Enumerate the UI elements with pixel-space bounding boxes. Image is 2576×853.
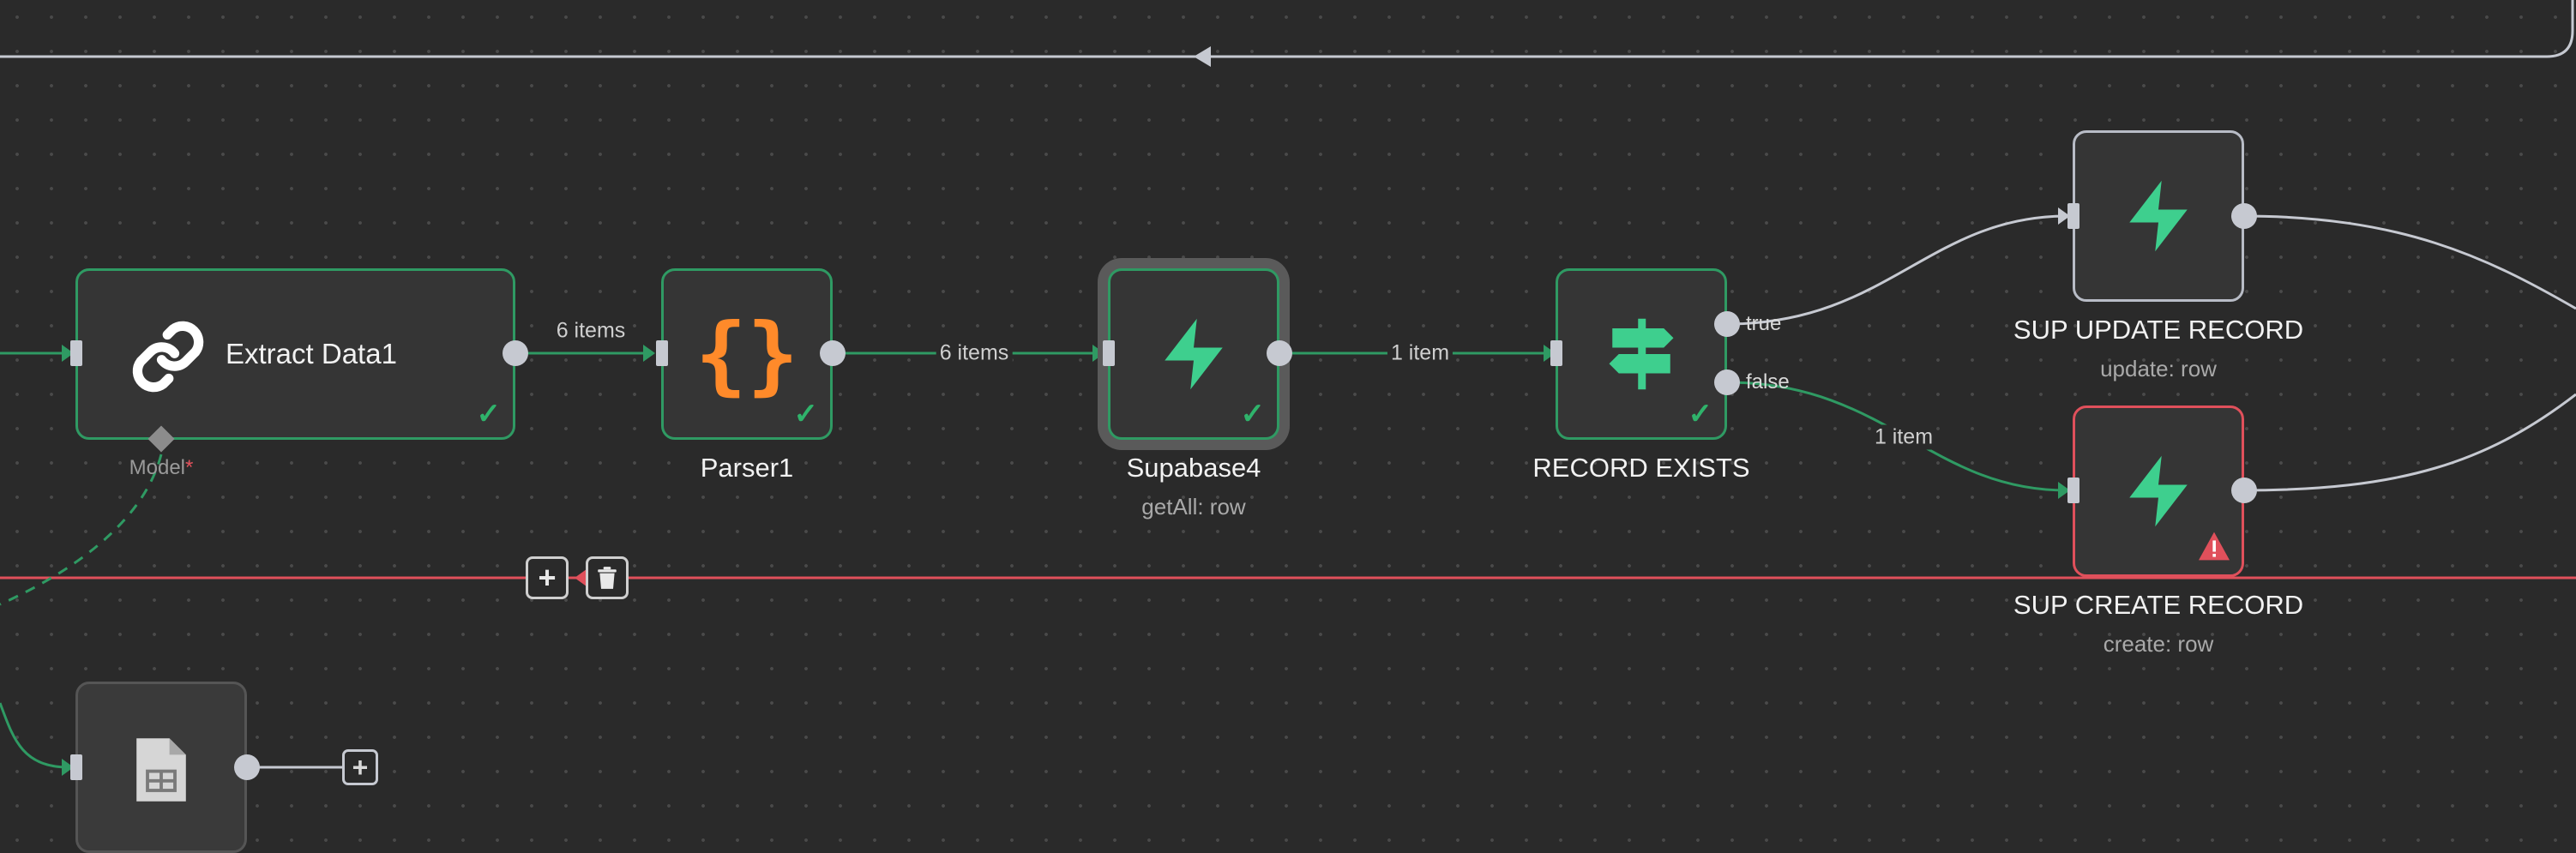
- success-check-icon: ✓: [793, 398, 819, 430]
- braces-icon: {}: [695, 303, 799, 405]
- output-port-false[interactable]: [1714, 369, 1740, 395]
- warning-icon: [2197, 531, 2231, 566]
- node-supabase4[interactable]: ✓: [1108, 268, 1279, 440]
- link-icon: [125, 314, 211, 399]
- signpost-icon: [1558, 271, 1724, 437]
- supabase-icon: [1110, 271, 1277, 437]
- node-parser[interactable]: {} ✓: [661, 268, 833, 440]
- node-title: Supabase4: [1126, 453, 1261, 483]
- connection-label: 1 item: [1870, 424, 1937, 450]
- loop-back-connection: [0, 0, 2574, 58]
- node-title: Extract Data1: [226, 338, 397, 369]
- node-title: SUP UPDATE RECORD: [2013, 315, 2304, 345]
- success-check-icon: ✓: [1688, 398, 1713, 430]
- success-check-icon: ✓: [1240, 398, 1266, 430]
- node-record-exists[interactable]: ✓: [1556, 268, 1727, 440]
- connection-label: 6 items: [552, 318, 629, 344]
- loop-arrow-icon: [1194, 46, 1211, 67]
- output-port[interactable]: [234, 754, 260, 780]
- input-port[interactable]: [1103, 340, 1115, 366]
- output-port[interactable]: [1267, 340, 1292, 366]
- node-title: RECORD EXISTS: [1532, 453, 1750, 483]
- branch-label-true: true: [1746, 312, 1782, 335]
- node-extract-data[interactable]: Extract Data1 ✓: [75, 268, 515, 440]
- node-spreadsheet[interactable]: [75, 682, 247, 853]
- output-port[interactable]: [2231, 478, 2257, 503]
- input-port[interactable]: [2067, 203, 2079, 229]
- model-connection-dashed: [0, 454, 163, 606]
- node-title: Parser1: [700, 453, 794, 483]
- connection-label: 6 items: [936, 340, 1013, 366]
- spreadsheet-file-icon: [78, 727, 244, 813]
- node-sup-create-record[interactable]: [2073, 405, 2244, 577]
- connection-create-out: [2242, 393, 2576, 492]
- connection-true-update: [1726, 214, 2067, 326]
- add-next-node-button[interactable]: +: [342, 749, 378, 785]
- node-subtitle: create: row: [2103, 631, 2214, 657]
- supabase-icon: [2075, 408, 2242, 574]
- model-port-label: Model*: [129, 456, 194, 479]
- output-port[interactable]: [503, 340, 528, 366]
- output-port-true[interactable]: [1714, 311, 1740, 337]
- output-port[interactable]: [820, 340, 846, 366]
- branch-label-false: false: [1746, 370, 1790, 393]
- input-port[interactable]: [2067, 478, 2079, 503]
- node-sup-update-record[interactable]: [2073, 130, 2244, 302]
- input-port[interactable]: [70, 754, 82, 780]
- output-port[interactable]: [2231, 203, 2257, 229]
- input-port[interactable]: [656, 340, 668, 366]
- input-port[interactable]: [1550, 340, 1562, 366]
- connection-into-sheet: [0, 702, 69, 769]
- connection-label: 1 item: [1387, 340, 1454, 366]
- connection-update-out: [2242, 214, 2576, 310]
- add-node-button[interactable]: +: [526, 556, 569, 599]
- node-subtitle: update: row: [2100, 356, 2217, 381]
- success-check-icon: ✓: [476, 398, 502, 430]
- node-title: SUP CREATE RECORD: [2013, 590, 2304, 620]
- input-port[interactable]: [70, 340, 82, 366]
- supabase-icon: [2075, 133, 2242, 299]
- trash-icon: [598, 567, 617, 589]
- node-subtitle: getAll: row: [1141, 494, 1246, 520]
- delete-connection-button[interactable]: [586, 556, 629, 599]
